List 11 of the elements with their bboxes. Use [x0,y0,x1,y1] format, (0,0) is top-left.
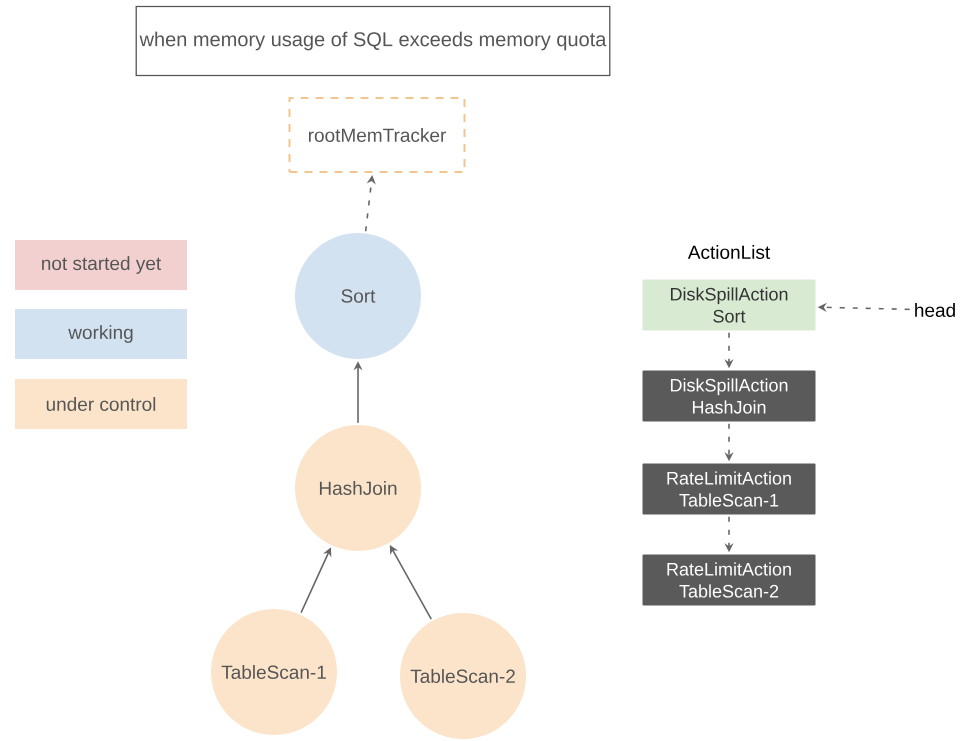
action-box: DiskSpillAction Sort [642,280,816,330]
legend-item: under control [15,379,187,429]
action-box: DiskSpillAction HashJoin [642,370,816,422]
legend-item: not started yet [15,240,187,290]
tracker-box: rootMemTracker [288,97,466,173]
list-heading: ActionList [688,245,770,259]
pointer-label: head [915,303,955,317]
action-box: RateLimitAction TableScan-2 [642,554,816,606]
action-box: RateLimitAction TableScan-1 [642,464,816,514]
legend-item: working [15,309,187,359]
condition-box: when memory usage of SQL exceeds memory quota [136,6,610,76]
